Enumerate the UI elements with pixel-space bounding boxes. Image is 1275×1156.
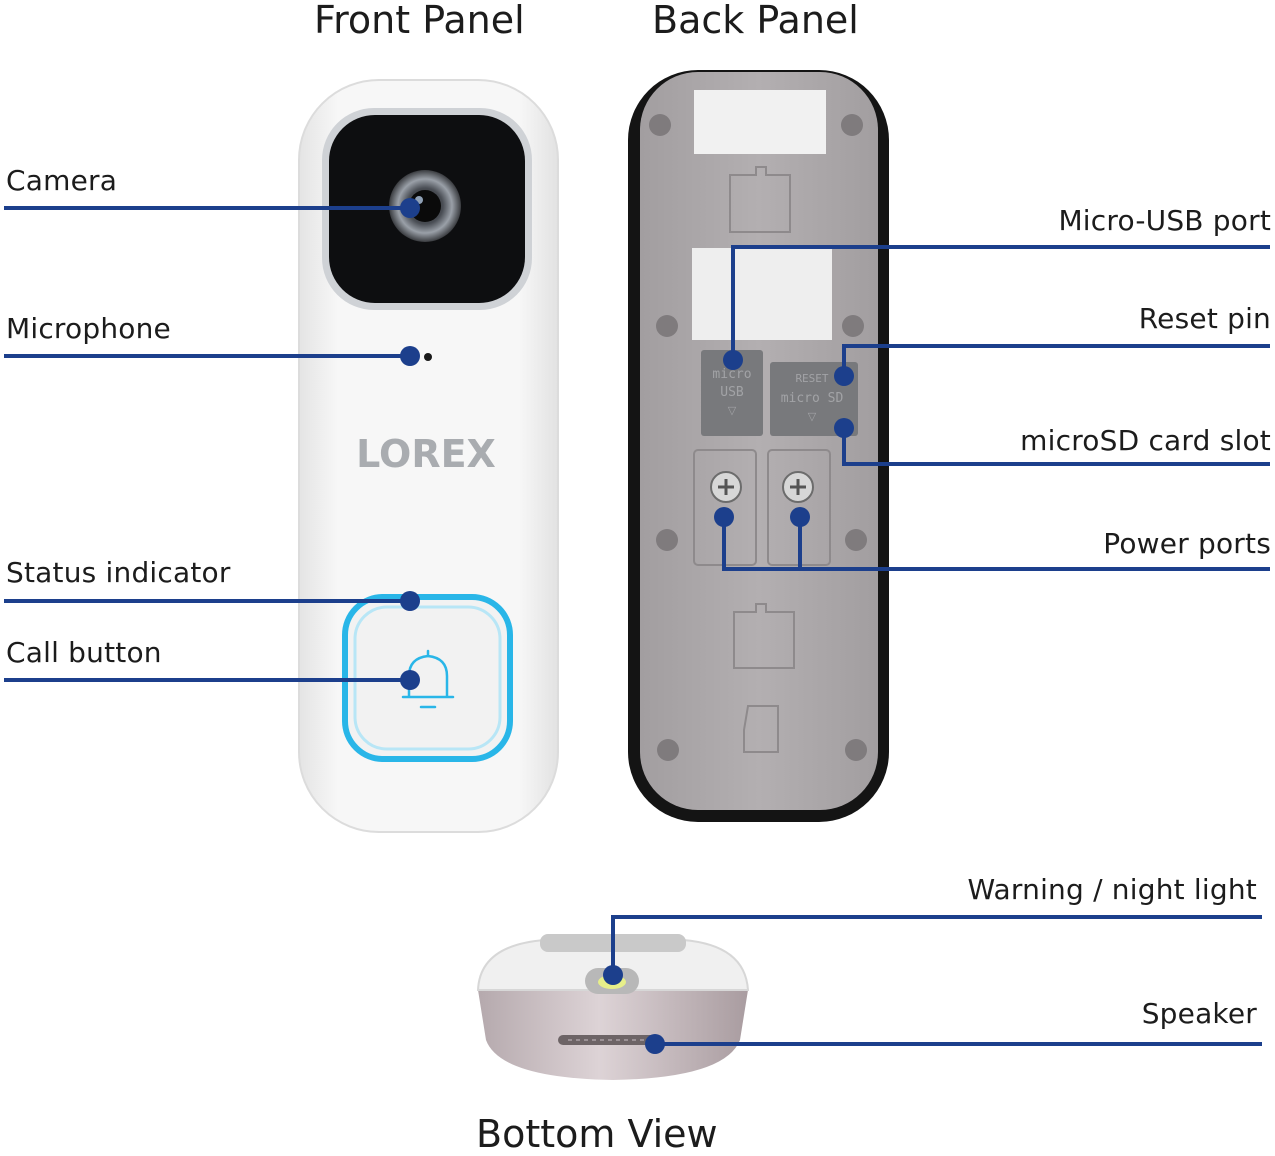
front-panel-device: LOREX: [298, 79, 559, 833]
night-light-callout: [611, 915, 1262, 975]
call-button-label: Call button: [6, 636, 162, 669]
microsd-callout: [842, 428, 1270, 466]
reset-text: RESET: [795, 372, 828, 385]
callout-dots: [400, 198, 854, 1054]
usb-text-1: micro: [712, 367, 751, 382]
reset-pin-callout: [842, 344, 1270, 376]
reset-pin-label: Reset pin: [1138, 302, 1271, 335]
microphone-label: Microphone: [6, 312, 171, 345]
micro-usb-port-label: Micro-USB port: [1058, 204, 1271, 237]
bell-icon: [401, 649, 455, 709]
back-panel-device: micro USB ▽ RESET micro SD ▽: [628, 70, 889, 822]
back-panel-title: Back Panel: [652, 0, 859, 42]
callout-lines: [4, 206, 1270, 1046]
microphone-hole: [424, 353, 432, 361]
status-indicator-label: Status indicator: [6, 556, 231, 589]
svg-text:▽: ▽: [728, 405, 737, 417]
power-port-callout-a: [722, 517, 1270, 571]
power-screw-icon: [710, 471, 814, 503]
svg-text:▽: ▽: [808, 411, 817, 423]
camera-label: Camera: [6, 164, 118, 197]
warning-night-light-label: Warning / night light: [967, 873, 1257, 906]
bottom-view-title: Bottom View: [476, 1112, 718, 1156]
micro-usb-cover: [701, 350, 763, 436]
power-ports-label: Power ports: [1103, 527, 1271, 560]
micro-usb-callout: [731, 245, 1270, 360]
usb-text-2: USB: [720, 385, 744, 400]
microsd-card-slot-label: microSD card slot: [1020, 424, 1271, 457]
brand-logo: LOREX: [356, 432, 496, 476]
speaker-grille-icon: [558, 1035, 658, 1045]
speaker-label: Speaker: [1141, 997, 1257, 1030]
sd-text: micro SD: [781, 391, 844, 406]
front-panel-title: Front Panel: [314, 0, 525, 42]
